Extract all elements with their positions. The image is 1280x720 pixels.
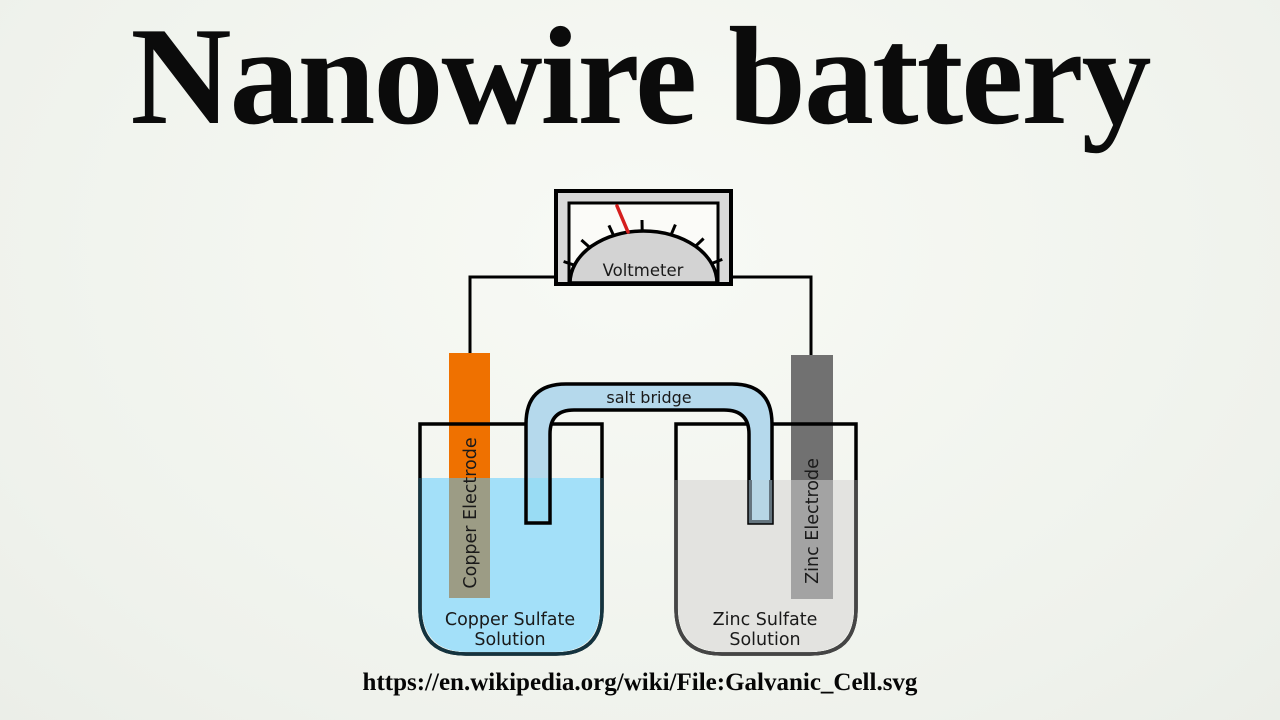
source-url: https://en.wikipedia.org/wiki/File:Galva… — [362, 669, 918, 696]
gauge-tick — [711, 257, 723, 265]
zinc-electrode-submerged — [791, 480, 833, 599]
left-beaker-submerged-outline — [418, 478, 604, 656]
right-wire — [731, 275, 813, 356]
salt-bridge-submerged-right — [752, 480, 769, 520]
salt-bridge-submerged-left — [528, 478, 548, 521]
zinc-sulfate-label-line2: Solution — [729, 630, 800, 650]
voltmeter: Voltmeter — [554, 189, 733, 286]
left-wire — [468, 275, 556, 354]
copper-electrode-submerged — [449, 478, 490, 598]
copper-electrode-label: Copper Electrode — [461, 437, 481, 588]
zinc-electrode-label: Zinc Electrode — [803, 458, 823, 584]
gauge-tick — [563, 260, 575, 267]
salt-bridge-right-leg-submerged-outline — [748, 480, 773, 524]
voltmeter-needle — [615, 204, 630, 234]
copper-sulfate-label-line1: Copper Sulfate — [445, 610, 575, 630]
gauge-tick — [669, 224, 677, 236]
salt-bridge-label: salt bridge — [606, 388, 691, 407]
right-beaker-submerged-outline — [674, 480, 858, 656]
page-title: Nanowire battery — [130, 0, 1151, 154]
gauge-tick — [607, 224, 615, 237]
gauge-tick — [694, 237, 705, 248]
zinc-sulfate-label-line1: Zinc Sulfate — [713, 610, 818, 630]
zinc-electrode — [791, 355, 833, 480]
copper-sulfate-label-line2: Solution — [474, 630, 545, 650]
copper-electrode — [449, 353, 490, 478]
gauge-ticks — [563, 219, 723, 267]
voltmeter-label: Voltmeter — [603, 261, 684, 280]
gauge-tick — [580, 238, 591, 249]
